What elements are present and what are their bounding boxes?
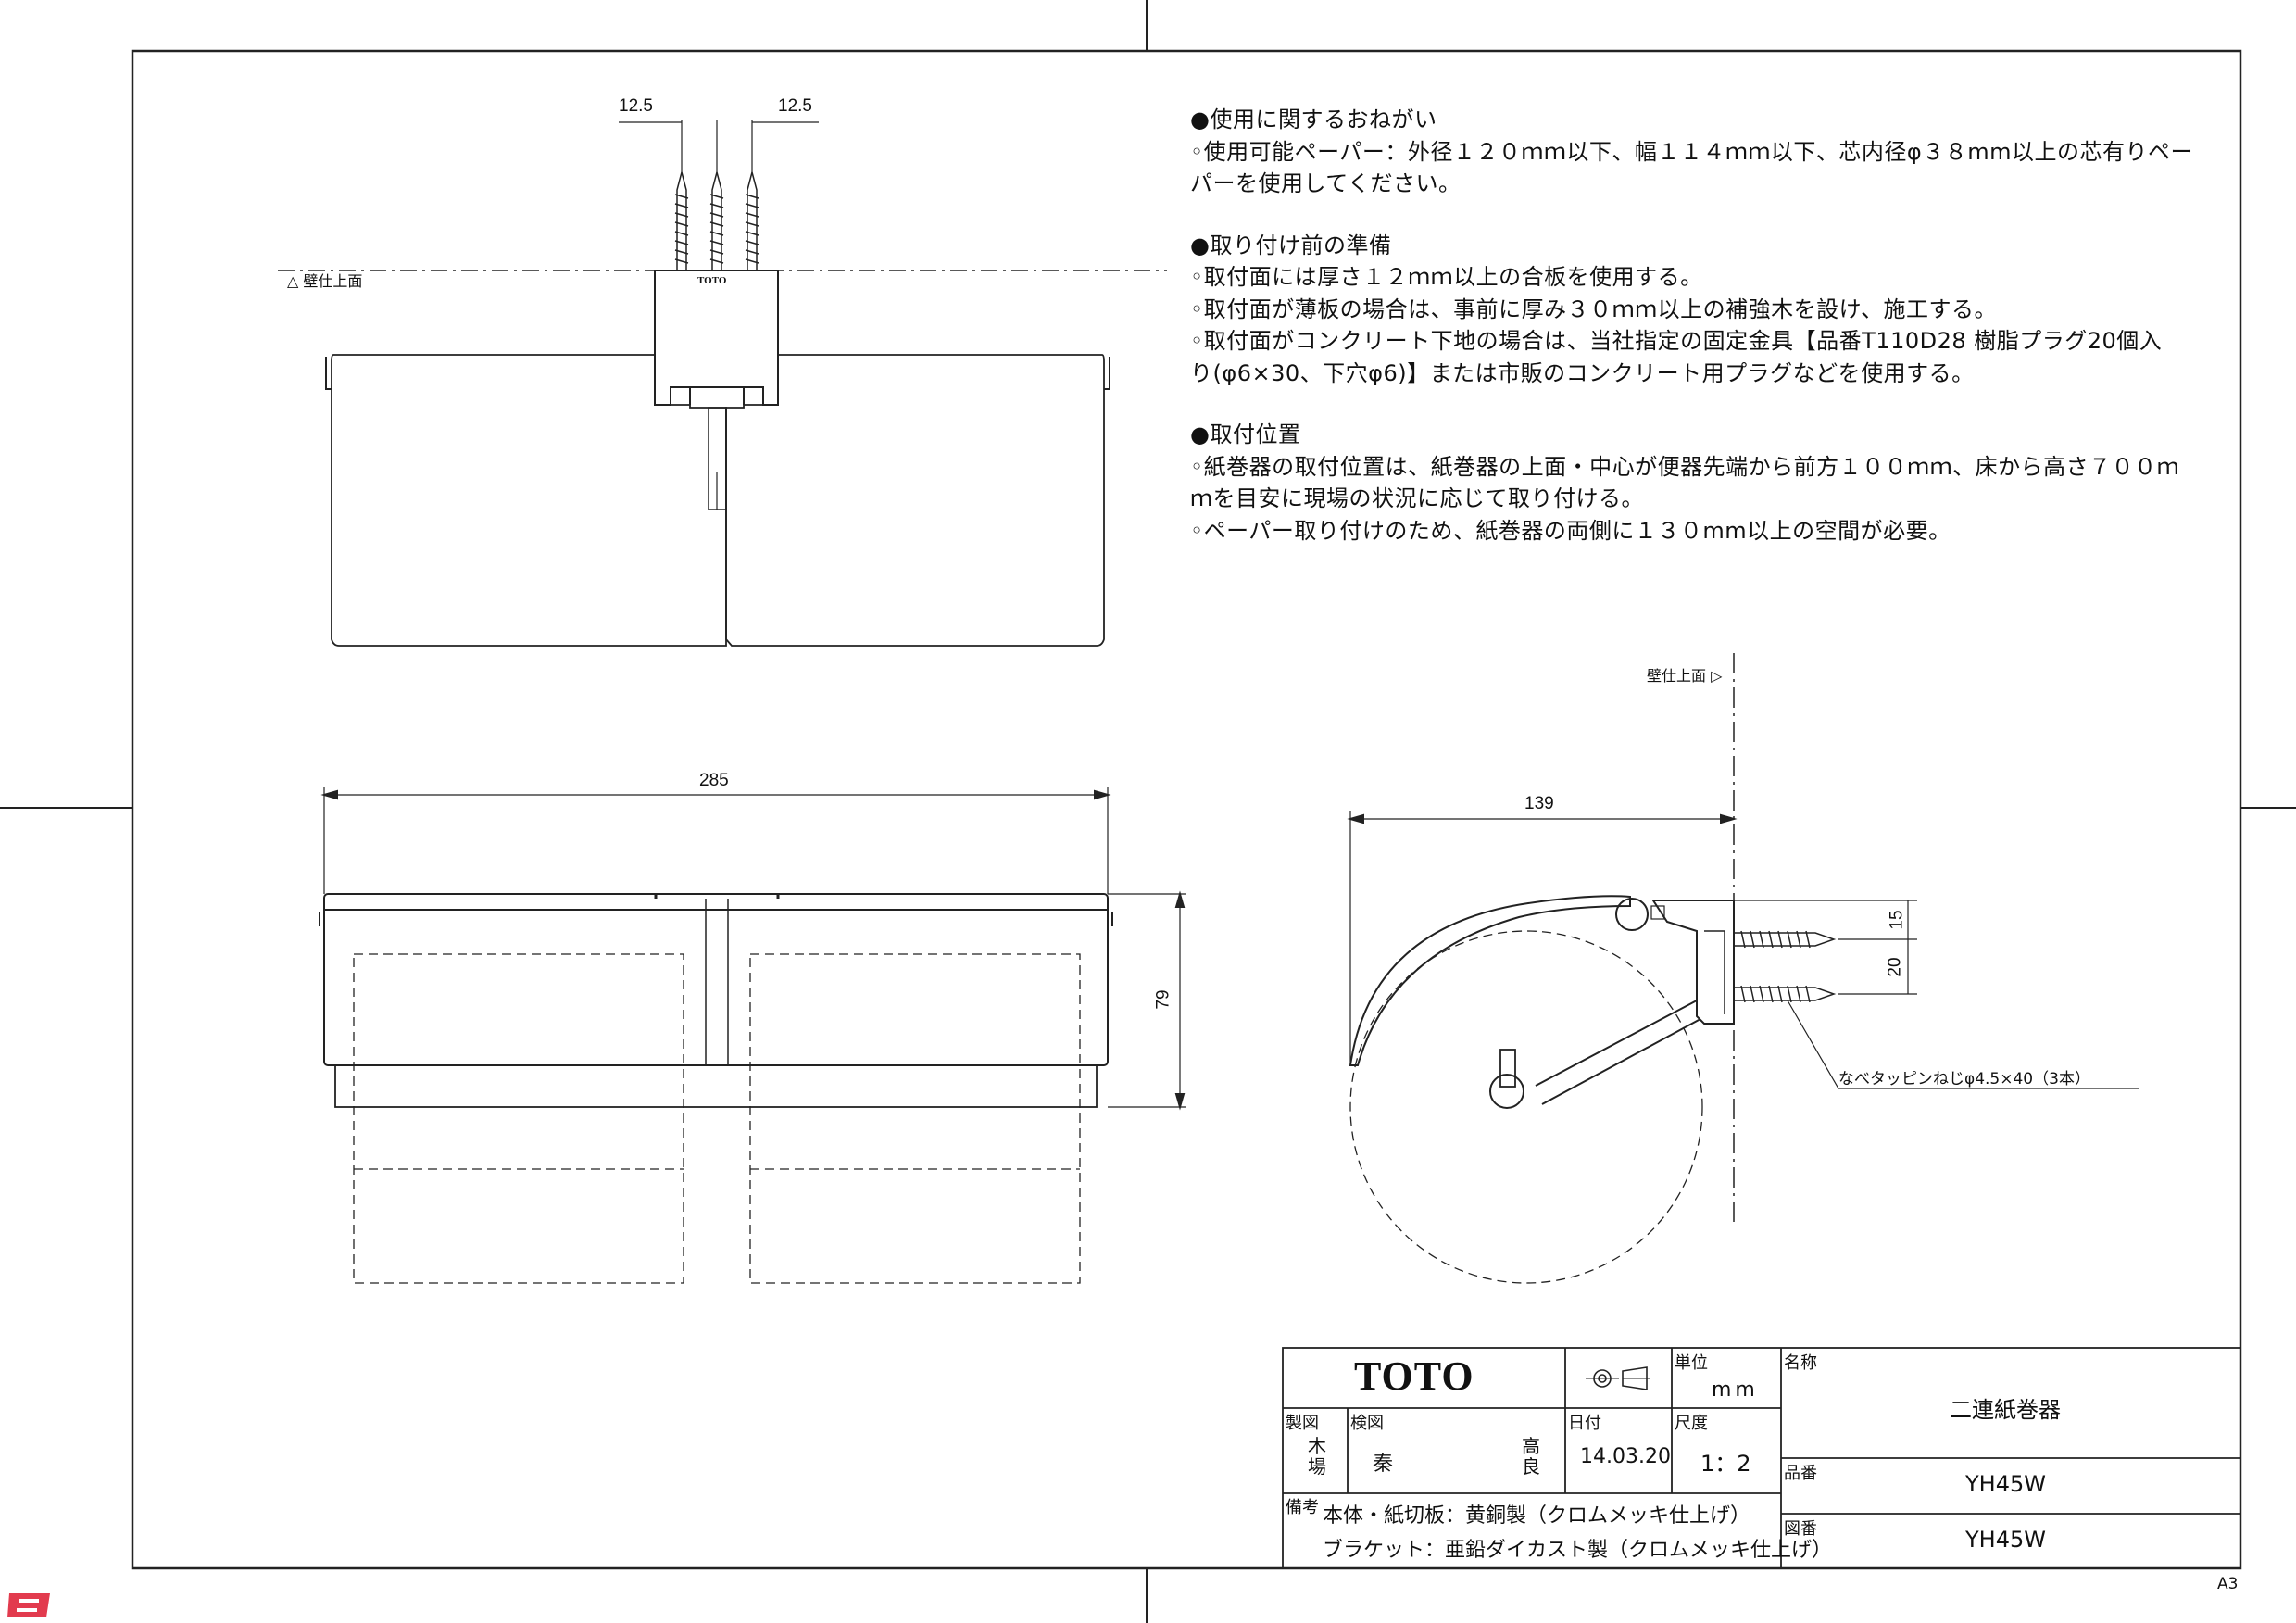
- bracket-side-view: [1651, 900, 1735, 1025]
- drawing-border: [131, 49, 2242, 1570]
- dim-width: 285: [699, 771, 729, 790]
- wall-label-right: 壁仕上面 ▷: [1647, 667, 1723, 685]
- projection-symbol-icon: [1586, 1366, 1650, 1390]
- scale-value: 1：2: [1700, 1451, 1751, 1477]
- dim-screw-top: 15: [1887, 910, 1907, 930]
- unit-label: 単位: [1675, 1353, 1708, 1373]
- prep-heading: ●取り付け前の準備: [1190, 232, 1392, 258]
- prep-line-3: ◦取付面がコンクリート下地の場合は、当社指定の固定金具【品番T110D28 樹脂…: [1190, 328, 2163, 354]
- side-view: [1347, 653, 2139, 1284]
- dim-screw-left: 12.5: [619, 96, 653, 116]
- usage-line-1: ◦使用可能ペーパー：外径１２０ｍｍ以下、幅１１４ｍｍ以下、芯内径φ３８mm以上の…: [1190, 138, 2194, 165]
- screw-top-3: [745, 170, 759, 271]
- body-front-view: [323, 893, 1109, 1066]
- drawing-label: 図番: [1784, 1519, 1817, 1539]
- scale-label: 尺度: [1675, 1414, 1708, 1433]
- dim-screw-right: 12.5: [778, 96, 812, 116]
- screw-top-1: [674, 170, 689, 271]
- made-label: 製図: [1286, 1414, 1319, 1433]
- cover-right-top-view: [725, 354, 1105, 647]
- corner-logo-icon: [7, 1593, 50, 1617]
- part-label: 品番: [1784, 1464, 1817, 1483]
- check-value-1: 秦: [1373, 1453, 1394, 1476]
- front-view: [319, 787, 1186, 1284]
- top-view: [278, 120, 1167, 647]
- pos-line-1: ◦紙巻器の取付位置は、紙巻器の上面・中心が便器先端から前方１００ｍｍ、床から高さ…: [1190, 453, 2180, 480]
- part-value: YH45W: [1965, 1471, 2046, 1497]
- drawing-value: YH45W: [1965, 1527, 2046, 1553]
- prep-line-4: り(φ6×30、下穴φ6)】または市販のコンクリート用プラグなどを使用する。: [1190, 359, 1975, 386]
- prep-line-2: ◦取付面が薄板の場合は、事前に厚み３０ｍｍ以上の補強木を設け、施工する。: [1190, 296, 1997, 322]
- brand-logo: TOTO: [1354, 1353, 1474, 1399]
- remarks-line-2: ブラケット：亜鉛ダイカスト製（クロムメッキ仕上げ）: [1323, 1539, 1833, 1562]
- cover-left-top-view: [331, 354, 727, 647]
- screw-side-2: [1733, 985, 1837, 1003]
- usage-line-2: パーを使用してください。: [1190, 170, 1462, 196]
- screw-top-2: [709, 170, 724, 271]
- screw-note: なべタッピンねじφ4.5×40（3本）: [1838, 1070, 2090, 1088]
- unit-value: mm: [1712, 1378, 1759, 1402]
- made-value: 木 場: [1308, 1435, 1326, 1478]
- check-label: 検図: [1350, 1414, 1384, 1433]
- pos-line-2: ｍを目安に現場の状況に応じて取り付ける。: [1190, 485, 1644, 511]
- date-value: 14.03.20: [1580, 1445, 1671, 1468]
- wall-label-left: △ 壁仕上面: [287, 272, 363, 290]
- name-value: 二連紙巻器: [1950, 1397, 2061, 1423]
- name-label: 名称: [1784, 1353, 1817, 1373]
- usage-notes: ●使用に関するおねがい ◦使用可能ペーパー：外径１２０ｍｍ以下、幅１１４ｍｍ以下…: [1190, 104, 2227, 547]
- cover-side-view: [1349, 895, 1631, 1066]
- title-block: [1282, 1347, 2241, 1569]
- dim-height: 79: [1153, 989, 1173, 1010]
- screw-leader: [1787, 1000, 2139, 1089]
- pos-line-3: ◦ペーパー取り付けのため、紙巻器の両側に１３０mm以上の空間が必要。: [1190, 517, 1951, 544]
- bracket-logo: TOTO: [697, 275, 727, 286]
- dim-depth: 139: [1524, 794, 1554, 813]
- screw-side-1: [1733, 930, 1837, 949]
- dim-screw-gap: 20: [1885, 957, 1905, 977]
- remarks-line-1: 本体・紙切板：黄銅製（クロムメッキ仕上げ）: [1323, 1504, 1751, 1528]
- date-label: 日付: [1568, 1414, 1601, 1433]
- remarks-label: 備考: [1286, 1498, 1319, 1517]
- sheet-size: A3: [2217, 1575, 2239, 1593]
- bracket-top-view: [654, 270, 779, 406]
- usage-heading: ●使用に関するおねがい: [1190, 107, 1437, 132]
- paper-roll-circle: [1349, 930, 1703, 1284]
- pos-heading: ●取付位置: [1190, 421, 1301, 447]
- check-value-2: 高 良: [1522, 1435, 1540, 1478]
- paper-rolls-hidden: [353, 953, 1081, 1284]
- prep-line-1: ◦取付面には厚さ１２ｍｍ以上の合板を使用する。: [1190, 264, 1703, 290]
